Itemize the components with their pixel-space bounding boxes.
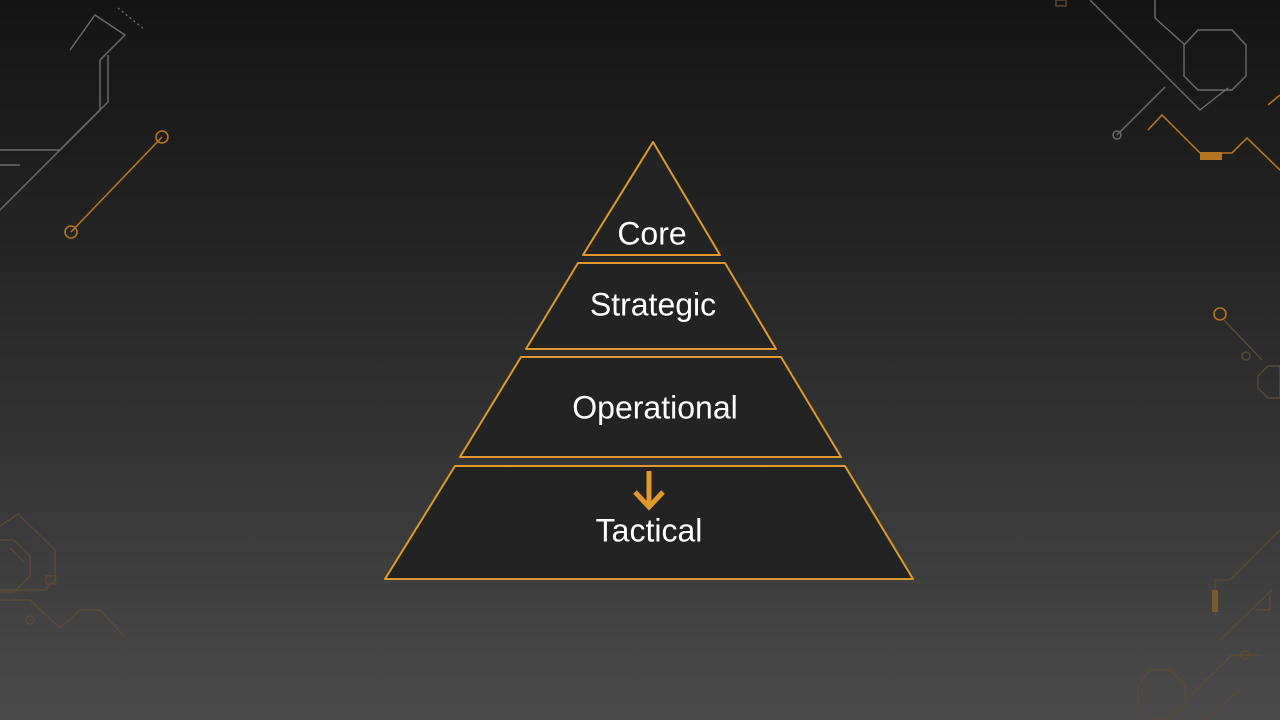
circuit-decoration-right <box>1213 307 1280 399</box>
circuit-decoration-top-right <box>1055 0 1280 171</box>
tier-core-label: Core <box>617 215 686 251</box>
tier-tactical-label: Tactical <box>596 512 703 548</box>
tier-core <box>582 141 721 256</box>
tier-operational <box>459 356 842 458</box>
pyramid-diagram: Core Strategic Operational Tactical <box>384 141 914 580</box>
circuit-decoration-top-left <box>0 7 169 239</box>
tier-operational-label: Operational <box>572 389 737 425</box>
tier-tactical <box>384 465 914 580</box>
circuit-decoration-bottom-right <box>1137 529 1280 720</box>
tier-strategic-label: Strategic <box>590 286 716 322</box>
arrow-down-icon <box>633 471 665 511</box>
circuit-decoration-bottom-left <box>0 513 125 637</box>
tier-strategic <box>525 262 777 350</box>
